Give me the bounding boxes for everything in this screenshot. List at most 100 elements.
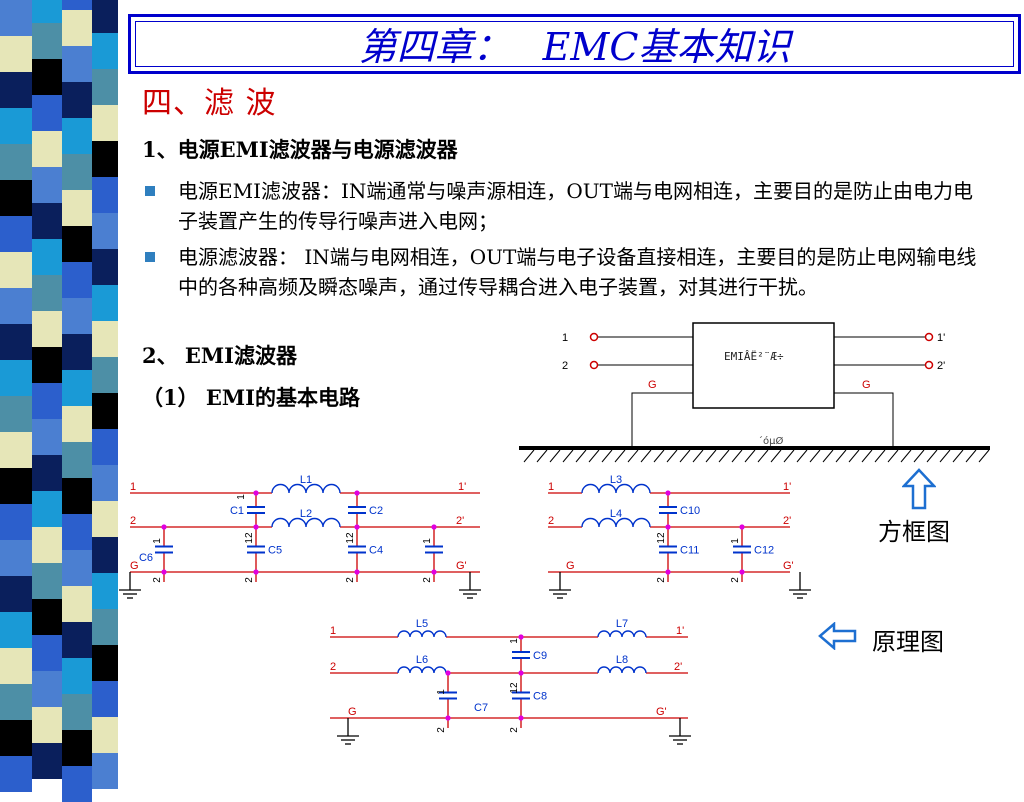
arrow-up-icon <box>902 468 936 510</box>
block-terminal-out1: 1' <box>937 332 945 344</box>
stripe-block <box>32 527 62 563</box>
stripe-block <box>32 635 62 671</box>
pin-number: 2 <box>422 577 433 583</box>
title-inner-border <box>135 21 1014 67</box>
stripe-block <box>62 766 92 802</box>
stripe-block <box>0 288 32 324</box>
inductor-label: L3 <box>610 474 622 486</box>
pin-label: 2 <box>548 515 554 527</box>
junction-dot <box>354 569 360 575</box>
stripe-block <box>32 23 62 59</box>
bullet-square-icon <box>145 252 155 262</box>
stripe-block <box>62 550 92 586</box>
stripe-block <box>92 645 118 681</box>
stripe-block <box>92 393 118 429</box>
stripe-block <box>0 252 32 288</box>
block-ground-left-label: G <box>648 379 657 391</box>
stripe-block <box>0 144 32 180</box>
capacitor-label: C9 <box>533 650 547 662</box>
stripe-block <box>32 563 62 599</box>
pin-label: 1' <box>783 481 791 493</box>
stripe-block <box>0 576 32 612</box>
stripe-block <box>32 599 62 635</box>
inductor-label: L2 <box>300 508 312 520</box>
inductor-coil <box>597 666 647 674</box>
inductor-label: L5 <box>416 618 428 630</box>
title-suffix: 基本知识 <box>638 25 791 69</box>
stripe-block <box>62 190 92 226</box>
junction-dot <box>665 490 671 496</box>
decorative-stripes <box>0 0 118 802</box>
stripe-block <box>92 357 118 393</box>
emi-filter-box <box>692 322 835 409</box>
pin-number: 1 <box>730 538 741 544</box>
inductor-label: L1 <box>300 474 312 486</box>
stripe-block <box>62 262 92 298</box>
pin-number: 2 <box>244 577 255 583</box>
stripe-block <box>32 383 62 419</box>
stripe-block <box>32 59 62 95</box>
stripe-block <box>32 419 62 455</box>
stripe-block <box>0 540 32 576</box>
inductor-label: L8 <box>616 654 628 666</box>
stripe-block <box>62 118 92 154</box>
capacitor-label: C1 <box>230 505 244 517</box>
pin-label: 1' <box>676 625 684 637</box>
stripe-block <box>0 360 32 396</box>
bullet-text: 电源滤波器： IN端与电网相连，OUT端与电子设备直接相连，主要目的是防止电网输… <box>178 245 977 299</box>
stripe-block <box>0 720 32 756</box>
block-terminal-out2: 2' <box>937 360 945 372</box>
junction-dot <box>518 634 524 640</box>
stripe-block <box>0 684 32 720</box>
inductor-coil <box>597 630 647 638</box>
inductor-coil <box>397 630 447 638</box>
stripe-block <box>32 239 62 275</box>
pin-label: 1' <box>458 481 466 493</box>
pin-number: 2 <box>730 577 741 583</box>
junction-dot <box>445 715 451 721</box>
stripe-block <box>0 216 32 252</box>
stripe-block <box>92 537 118 573</box>
title-box: 第四章： EMC基本知识 <box>128 14 1021 74</box>
capacitor-label: C2 <box>369 505 383 517</box>
arrow-left-icon <box>818 622 857 650</box>
stripe-block <box>92 501 118 537</box>
stripe-block <box>92 177 118 213</box>
stripe-block <box>32 275 62 311</box>
stripe-block <box>62 514 92 550</box>
stripe-block <box>62 46 92 82</box>
stripe-block <box>0 324 32 360</box>
pin-label: G' <box>656 706 667 718</box>
stripe-block <box>32 707 62 743</box>
junction-dot <box>354 490 360 496</box>
stripe-block <box>92 213 118 249</box>
stripe-block <box>62 334 92 370</box>
junction-dot <box>739 569 745 575</box>
stripe-block <box>62 406 92 442</box>
pin-label: 1 <box>330 625 336 637</box>
stripe-block <box>0 648 32 684</box>
capacitor-label: C6 <box>139 552 153 564</box>
stripe-block <box>62 0 92 10</box>
capacitor-label: C11 <box>680 545 699 557</box>
stripe-block <box>62 586 92 622</box>
inductor-coil <box>397 666 447 674</box>
inductor-coil <box>581 483 651 494</box>
pin-number: 1 <box>422 538 433 544</box>
stripe-block <box>62 154 92 190</box>
pin-label: 2 <box>130 515 136 527</box>
junction-dot <box>253 490 259 496</box>
stripe-block <box>32 347 62 383</box>
junction-dot <box>445 670 451 676</box>
stripe-block <box>32 311 62 347</box>
pin-number: 1 <box>152 538 163 544</box>
pin-number: 2 <box>436 727 447 733</box>
stripe-block <box>62 82 92 118</box>
pin-label: 2' <box>783 515 791 527</box>
pin-number: 2 <box>345 577 356 583</box>
terminal-in2-icon <box>589 360 599 370</box>
stripe-block <box>92 69 118 105</box>
stripe-block <box>92 321 118 357</box>
junction-dot <box>518 670 524 676</box>
